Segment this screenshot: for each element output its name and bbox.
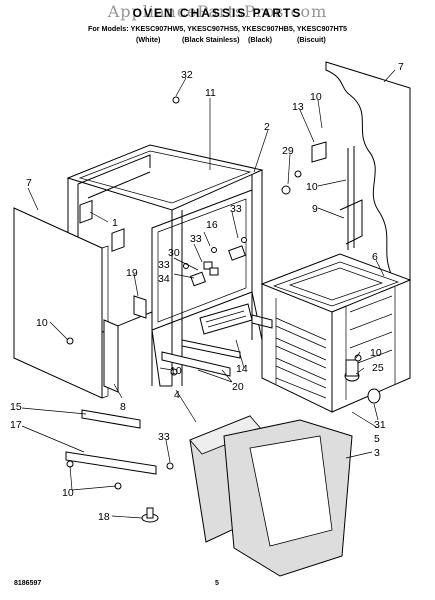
callout-18: 18: [98, 511, 110, 523]
callout-10: 10: [36, 317, 48, 329]
callout-34: 34: [158, 273, 170, 285]
hinge-parts: [311, 141, 363, 250]
callout-10: 10: [310, 91, 322, 103]
page-title: OVEN CHASSIS PARTS: [132, 6, 303, 20]
models-line: For Models: YKESC907HW5, YKESC907HS5, YK…: [87, 24, 348, 33]
color-black: (Black): [248, 35, 272, 44]
callout-7: 7: [26, 177, 32, 189]
bottom-rails: [161, 303, 273, 377]
callout-3: 3: [374, 447, 380, 459]
callout-6: 6: [372, 251, 378, 263]
callout-25: 25: [372, 362, 384, 374]
light-socket: [344, 359, 360, 382]
callout-2: 2: [264, 121, 270, 133]
callout-15: 15: [10, 401, 22, 413]
callout-33: 33: [230, 203, 242, 215]
callout-8: 8: [120, 401, 126, 413]
callout-10: 10: [170, 365, 182, 377]
callout-10: 10: [370, 347, 382, 359]
callout-5: 5: [374, 433, 380, 445]
callout-31: 31: [374, 419, 386, 431]
leveling-leg: [141, 507, 159, 523]
callout-9: 9: [312, 203, 318, 215]
color-white: (White): [136, 35, 161, 44]
color-biscuit: (Biscuit): [297, 35, 326, 44]
callout-32: 32: [181, 69, 193, 81]
page-number: 5: [215, 580, 219, 587]
callout-30: 30: [168, 247, 180, 259]
chassis-frame: [66, 144, 264, 387]
callout-1: 1: [112, 217, 118, 229]
callout-17: 17: [10, 419, 22, 431]
oven-cavity: [260, 253, 412, 413]
callout-33: 33: [190, 233, 202, 245]
callout-33: 33: [158, 259, 170, 271]
callout-13: 13: [292, 101, 304, 113]
color-black-stainless: (Black Stainless): [182, 35, 240, 44]
callout-16: 16: [206, 219, 218, 231]
bracket-17: [65, 451, 157, 475]
control-components: [183, 237, 247, 287]
bracket-19: [133, 295, 147, 319]
callout-11: 11: [205, 87, 216, 99]
insulation-wrap-right: [223, 419, 353, 577]
side-bracket: [103, 319, 119, 393]
callout-10: 10: [62, 487, 74, 499]
callout-19: 19: [126, 267, 138, 279]
bracket-15: [81, 409, 141, 429]
callout-29: 29: [282, 145, 294, 157]
side-panel-left: [13, 207, 109, 399]
callout-14: 14: [236, 363, 248, 375]
callout-4: 4: [174, 389, 180, 401]
document-number: 8186597: [14, 580, 42, 587]
callout-10: 10: [306, 181, 318, 193]
screws: [66, 96, 362, 490]
callouts: 32 11 7 13 10 2 29 10 9 7 1 33 16 33 30 …: [10, 61, 404, 523]
rear-panel: [325, 61, 411, 281]
light-lens: [367, 388, 381, 404]
callout-33: 33: [158, 431, 170, 443]
leader-lines: [21, 69, 396, 519]
callout-20: 20: [232, 381, 244, 393]
callout-7: 7: [398, 61, 404, 73]
